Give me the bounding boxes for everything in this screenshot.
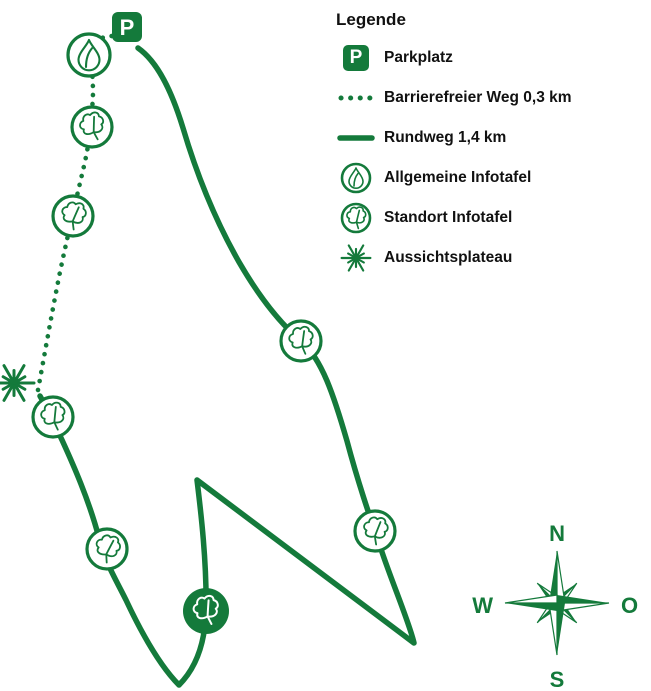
legend-item-aussichtsplateau: Aussichtsplateau	[336, 238, 648, 278]
parking-icon-letter: P	[343, 45, 369, 71]
site-infoboard-marker	[51, 194, 95, 238]
general-infoboard-marker	[66, 32, 112, 78]
legend-item-barrierefreier-weg: Barrierefreier Weg 0,3 km	[336, 78, 648, 118]
compass-south-label: S	[550, 667, 565, 691]
legend-item-standort-infotafel: Standort Infotafel	[336, 198, 648, 238]
site-infoboard-marker	[353, 509, 397, 553]
legend-item-allgemeine-infotafel: Allgemeine Infotafel	[336, 158, 648, 198]
parking-marker: P	[112, 12, 142, 42]
general-infoboard-icon	[336, 162, 376, 194]
site-infoboard-marker	[31, 395, 75, 439]
compass-north-label: N	[549, 521, 565, 546]
site-infoboard-marker	[70, 105, 114, 149]
legend-item-label: Aussichtsplateau	[384, 249, 513, 266]
legend-item-label: Rundweg 1,4 km	[384, 129, 507, 146]
site-infoboard-icon	[336, 202, 376, 234]
solid-trail-icon	[336, 133, 376, 143]
legend-item-label: Parkplatz	[384, 49, 453, 66]
site-infoboard-marker	[279, 319, 323, 363]
compass-west-label: W	[472, 593, 493, 618]
legend-item-label: Barrierefreier Weg 0,3 km	[384, 89, 572, 106]
compass-rose: N O S W	[472, 521, 638, 691]
legend-item-parkplatz: P Parkplatz	[336, 38, 648, 78]
barrier-free-trail-path	[35, 33, 115, 393]
parking-icon: P	[336, 45, 376, 71]
site-infoboard-marker-highlighted	[183, 588, 229, 634]
dotted-trail-icon	[336, 93, 376, 103]
legend-item-rundweg: Rundweg 1,4 km	[336, 118, 648, 158]
parking-marker-label: P	[120, 15, 135, 40]
legend-title: Legende	[336, 10, 406, 29]
viewpoint-icon	[336, 242, 376, 274]
legend-item-label: Standort Infotafel	[384, 209, 513, 226]
viewpoint-marker	[0, 364, 36, 402]
site-infoboard-marker	[85, 527, 129, 571]
compass-east-label: O	[621, 593, 638, 618]
legend-item-label: Allgemeine Infotafel	[384, 169, 532, 186]
legend: Legende P Parkplatz Barrierefreier Weg 0…	[336, 6, 648, 278]
